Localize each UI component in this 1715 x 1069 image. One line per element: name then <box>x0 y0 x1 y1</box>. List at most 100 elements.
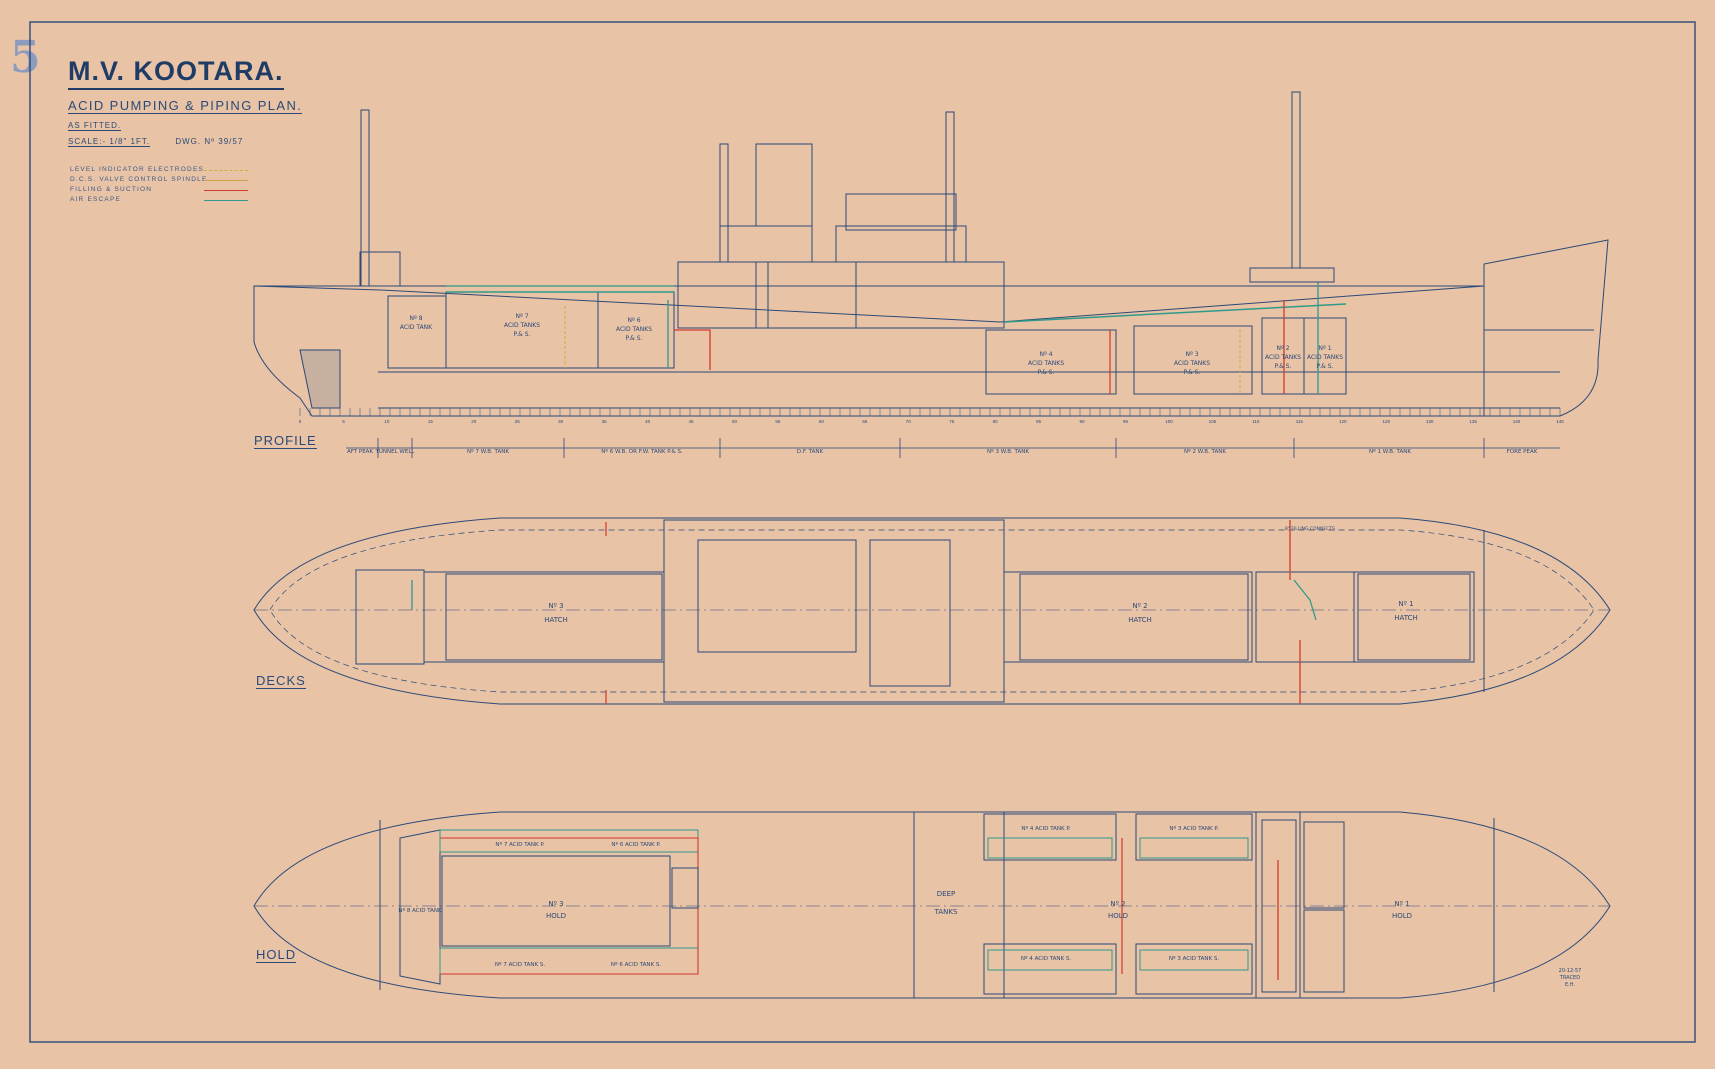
tank-label: P.& S. <box>1275 363 1292 370</box>
hold-labels: Nº 3 HOLD Nº 2 HOLD Nº 1 HOLD DEEP TANKS… <box>398 825 1581 988</box>
frame-number: 75 <box>949 419 955 424</box>
frame-number: 50 <box>732 419 738 424</box>
tank-label: Nº 1 <box>1318 345 1331 352</box>
db-label: FORE PEAK <box>1507 449 1538 455</box>
frame-number: 40 <box>645 419 651 424</box>
hatch-label: HATCH <box>1128 616 1152 624</box>
signature-line: TRACED <box>1559 975 1580 981</box>
profile-tank-labels: Nº 8 ACID TANK Nº 7 ACID TANKS P.& S. Nº… <box>400 313 1343 376</box>
hatch-1-outer <box>1353 571 1475 663</box>
db-label: Nº 6 W.B. OR F.W. TANK P.& S. <box>601 448 683 455</box>
hatch-2 <box>1019 573 1249 661</box>
frame-number: 130 <box>1426 419 1434 424</box>
tank-4-profile <box>985 329 1117 395</box>
mast-house <box>1249 267 1335 283</box>
tank-label: P.& S. <box>1317 363 1334 370</box>
frame-number: 45 <box>689 419 695 424</box>
hull-profile <box>253 239 1609 417</box>
hold-tank-label: Nº 4 ACID TANK S. <box>1021 955 1071 962</box>
hatch-1 <box>1357 573 1471 661</box>
tank-8-hold <box>399 829 441 985</box>
frame-number: 30 <box>558 419 564 424</box>
tank-8-profile <box>387 295 447 369</box>
tank-label: Nº 4 <box>1039 351 1052 358</box>
hatch-3 <box>445 573 663 661</box>
tank-label: ACID TANKS <box>1028 360 1064 367</box>
db-label: Nº 2 W.B. TANK <box>1184 448 1226 455</box>
tank-7-profile <box>445 291 599 369</box>
hatch-2-outer <box>1003 571 1253 663</box>
decks-view <box>253 517 1611 705</box>
frame-number: 0 <box>299 419 302 424</box>
tank-7-6-port <box>439 829 699 853</box>
frame-number: 105 <box>1209 419 1217 424</box>
midship-house <box>663 519 1005 703</box>
frame-number: 115 <box>1296 419 1304 424</box>
frame-number: 25 <box>515 419 521 424</box>
tank-label: Nº 3 <box>1185 351 1198 358</box>
hold-label: DEEP <box>937 890 955 898</box>
mast-house-deck <box>1255 571 1355 663</box>
db-label: D.F. TANK <box>797 449 824 455</box>
tank-label: Nº 2 <box>1276 345 1289 352</box>
hold-label: TANKS <box>934 908 958 916</box>
aft-winch-house <box>359 251 401 287</box>
tank-3-stbd <box>1135 943 1253 995</box>
tank-label: ACID TANKS <box>504 322 540 329</box>
hold-tank-label: Nº 3 ACID TANK S. <box>1169 955 1219 962</box>
aft-mast <box>360 109 370 287</box>
fore-mast-mid <box>945 111 955 263</box>
hold-label: HOLD <box>1392 912 1412 920</box>
double-bottom-labels: AFT PEAK TUNNEL WELL Nº 7 W.B. TANK Nº 6… <box>347 448 1538 455</box>
frame-number: 35 <box>602 419 608 424</box>
tank-label: ACID TANKS <box>1174 360 1210 367</box>
decks-label: DECKS <box>256 673 306 689</box>
tank-3-profile <box>1133 325 1253 395</box>
hold-label: HOLD <box>1108 912 1128 920</box>
deck-labels: Nº 3 HATCH Nº 2 HATCH Nº 1 HATCH 8" FILL… <box>544 526 1418 624</box>
tank-label: Nº 7 <box>515 313 528 320</box>
frame-number: 110 <box>1252 419 1260 424</box>
legend-item: LEVEL INDICATOR ELECTRODES <box>70 166 270 176</box>
legend-item: AIR ESCAPE <box>70 196 270 206</box>
hatch-label: Nº 3 <box>548 602 563 610</box>
filling-note: 8" FILLING CONNECTS <box>1285 526 1335 532</box>
derrick-post-mid <box>719 143 729 263</box>
stern-hatch <box>299 349 341 409</box>
ship-name: M.V. KOOTARA. <box>68 56 284 90</box>
tank-7-6-stbd <box>439 947 699 975</box>
engine-casing <box>677 261 769 329</box>
tank-1-stbd-hold <box>1303 909 1345 993</box>
tank-label: ACID TANKS <box>1307 354 1343 361</box>
signature-line: 20-12-57 <box>1559 968 1582 974</box>
engine-casing-deck <box>697 539 857 653</box>
hatch-label: Nº 1 <box>1398 600 1413 608</box>
tank-label: ACID TANK <box>400 324 433 331</box>
pump-room-aft <box>671 867 699 909</box>
frame-number: 65 <box>862 419 868 424</box>
frame-number: 100 <box>1165 419 1173 424</box>
tank-label: ACID TANKS <box>1265 354 1301 361</box>
frame-number: 80 <box>993 419 999 424</box>
hold-label: HOLD <box>256 947 297 963</box>
tank-label: P.& S. <box>626 335 643 342</box>
hatch-label: Nº 2 <box>1132 602 1147 610</box>
signature-line: E.H. <box>1565 982 1575 988</box>
foremast <box>1291 91 1301 269</box>
hold-label: Nº 3 <box>548 900 563 908</box>
frame-number: 145 <box>1556 419 1564 424</box>
hold-tank-label: Nº 6 ACID TANK P. <box>611 841 660 848</box>
db-label: Nº 7 W.B. TANK <box>467 448 509 455</box>
frame-number: 55 <box>775 419 781 424</box>
scale-note: SCALE:- 1/8" 1FT. <box>68 137 151 147</box>
db-label: Nº 3 W.B. TANK <box>987 448 1029 455</box>
tank-label: P.& S. <box>1184 369 1201 376</box>
tank-label: P.& S. <box>1038 369 1055 376</box>
tank-label: ACID TANKS <box>616 326 652 333</box>
hold-label: HOLD <box>546 912 566 920</box>
db-label: TUNNEL WELL <box>375 449 416 455</box>
hold-tank-label: Nº 8 ACID TANK <box>398 907 442 914</box>
frame-number: 60 <box>819 419 825 424</box>
